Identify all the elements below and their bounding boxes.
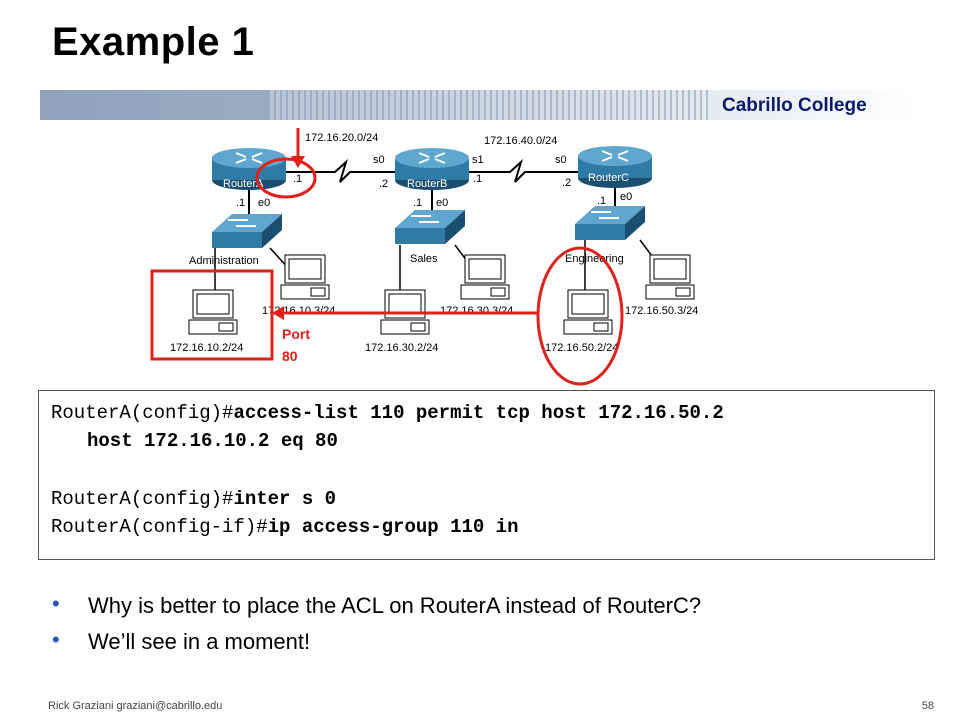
config-line-2: RouterA(config)#inter s 0 <box>51 485 934 513</box>
bullet-text: We’ll see in a moment! <box>88 629 311 654</box>
config-prompt-2: RouterA(config)# <box>51 488 234 510</box>
router-a-icon: RouterA <box>212 148 286 190</box>
rc-s0-addr: .2 <box>562 177 571 189</box>
config-line-1: RouterA(config)#access-list 110 permit t… <box>51 399 934 427</box>
highlight-source-circle <box>536 246 624 386</box>
network-diagram: RouterA RouterB RouterC <box>150 128 698 386</box>
rc-e0-addr: .1 <box>597 195 606 207</box>
rb-e0-label: e0 <box>436 197 448 209</box>
rb-e0-addr: .1 <box>413 197 422 209</box>
brand-name: Cabrillo College <box>722 95 867 116</box>
bullet-text: Why is better to place the ACL on Router… <box>88 593 702 618</box>
config-blank-line <box>51 455 934 485</box>
pc-sales-back-icon <box>460 254 510 300</box>
switch-eng-icon <box>575 206 645 240</box>
router-b-icon: RouterB <box>395 148 469 190</box>
router-c-label: RouterC <box>588 172 629 184</box>
port-label: Port <box>282 326 310 342</box>
pc-eng-front-icon <box>563 289 613 335</box>
highlight-interface-circle <box>255 157 317 199</box>
bullet-dot-icon: • <box>52 591 60 616</box>
bullet-item: • We’ll see in a moment! <box>48 627 701 663</box>
bullet-dot-icon: • <box>52 627 60 652</box>
lan-admin-label: Administration <box>189 255 259 267</box>
lan-eng-label: Engineering <box>565 253 624 265</box>
switch-sales-icon <box>395 210 465 244</box>
serial-link-ab <box>285 158 395 183</box>
bullet-list: • Why is better to place the ACL on Route… <box>48 591 701 663</box>
highlight-destination-box <box>150 269 274 361</box>
host-sales-back-label: 172.16.30.3/24 <box>440 305 513 317</box>
pc-eng-back-icon <box>645 254 695 300</box>
slide-title: Example 1 <box>52 20 255 64</box>
config-box: RouterA(config)#access-list 110 permit t… <box>38 390 935 560</box>
footer-author: Rick Graziani graziani@cabrillo.edu <box>48 700 223 712</box>
rb-s1-label: s1 <box>472 154 484 166</box>
ra-s0-addr: .1 <box>293 173 302 185</box>
host-eng-back-label: 172.16.50.3/24 <box>625 305 698 317</box>
config-cmd-2: inter s 0 <box>233 488 337 510</box>
router-b-label: RouterB <box>407 178 447 190</box>
pc-admin-front-icon <box>188 289 238 335</box>
network-ab-label: 172.16.20.0/24 <box>305 132 378 144</box>
router-a-label: RouterA <box>223 178 264 190</box>
rb-s0-addr: .2 <box>379 178 388 190</box>
rc-s0-label: s0 <box>555 154 567 166</box>
host-admin-front-label: 172.16.10.2/24 <box>170 342 243 354</box>
host-eng-front-label: 172.16.50.2/24 <box>545 342 618 354</box>
rc-e0-label: e0 <box>620 191 632 203</box>
config-prompt-1: RouterA(config)# <box>51 402 234 424</box>
config-cmd-1-cont: host 172.16.10.2 eq 80 <box>87 430 338 452</box>
page-number: 58 <box>921 700 934 712</box>
bullet-item: • Why is better to place the ACL on Route… <box>48 591 701 627</box>
ra-s0-label: s0 <box>373 154 385 166</box>
port-number: 80 <box>282 348 298 364</box>
ra-e0-label: e0 <box>258 197 270 209</box>
host-sales-front-label: 172.16.30.2/24 <box>365 342 438 354</box>
ra-e0-addr: .1 <box>236 197 245 209</box>
config-line-3: RouterA(config-if)#ip access-group 110 i… <box>51 513 934 541</box>
config-cmd-1: access-list 110 permit tcp host 172.16.5… <box>233 402 724 424</box>
config-cmd-3: ip access-group 110 in <box>267 516 519 538</box>
config-prompt-3: RouterA(config-if)# <box>51 516 268 538</box>
router-c-icon: RouterC <box>578 146 652 188</box>
network-bc-label: 172.16.40.0/24 <box>484 135 557 147</box>
banner-stripes <box>40 90 915 120</box>
pc-admin-back-icon <box>280 254 330 300</box>
lan-sales-label: Sales <box>410 253 438 265</box>
rb-s1-addr: .1 <box>473 173 482 185</box>
serial-link-bc <box>468 158 578 183</box>
traffic-flow-arrow <box>272 306 537 320</box>
switch-admin-icon <box>212 214 282 248</box>
